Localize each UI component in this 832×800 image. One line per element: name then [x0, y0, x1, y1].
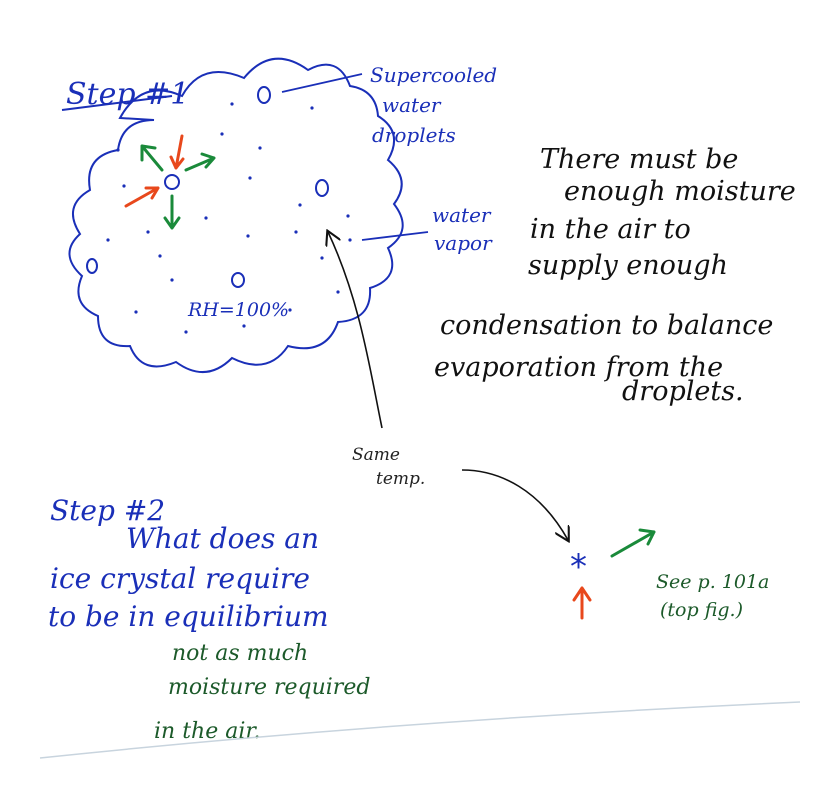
step2-title: Step #2 — [50, 494, 165, 527]
step1-underline — [61, 95, 173, 111]
svg-text:There must be: There must be — [540, 144, 738, 175]
condensation-arrows — [124, 134, 185, 208]
cloud-outline — [68, 57, 404, 374]
droplet-pointer-line — [281, 73, 363, 93]
svg-text:(top fig.): (top fig.) — [660, 599, 743, 621]
vapor-molecules — [106, 102, 352, 334]
vapor-label: water vapor — [432, 203, 493, 255]
supercooled-label: Supercooled water droplets — [370, 63, 497, 147]
svg-text:condensation to balance: condensation to balance — [440, 310, 773, 341]
svg-text:enough moisture: enough moisture — [564, 176, 796, 207]
svg-text:What does an: What does an — [126, 522, 319, 555]
ice-evaporation-arrow — [610, 528, 656, 558]
rh-label: RH=100% — [187, 299, 289, 321]
page-divider — [39, 701, 801, 759]
svg-text:moisture required: moisture required — [168, 675, 370, 700]
svg-text:water: water — [382, 93, 442, 117]
step2-answer: not as much moisture required in the air… — [154, 641, 370, 744]
vapor-pointer-line — [361, 231, 429, 241]
evaporation-arrows — [140, 144, 216, 230]
svg-text:not as much: not as much — [172, 641, 308, 666]
step1-explanation: There must be enough moisture in the air… — [434, 144, 796, 407]
svg-text:in the air to: in the air to — [530, 214, 691, 245]
svg-text:Supercooled: Supercooled — [370, 63, 497, 87]
droplet — [86, 258, 98, 274]
same-temp-arrow-up — [328, 232, 383, 429]
step2-reference: See p. 101a (top fig.) — [656, 571, 769, 621]
svg-text:to be in equilibrium: to be in equilibrium — [48, 600, 329, 633]
svg-text:vapor: vapor — [434, 231, 493, 255]
droplet — [231, 272, 245, 288]
svg-text:temp.: temp. — [376, 469, 425, 489]
svg-text:evaporation from the: evaporation from the — [434, 352, 723, 383]
same-temp-label: Same temp. — [352, 445, 425, 489]
step2-question: What does an ice crystal require to be i… — [48, 522, 329, 633]
svg-text:See p. 101a: See p. 101a — [656, 571, 769, 593]
svg-text:supply enough: supply enough — [528, 250, 728, 281]
center-droplet — [164, 174, 180, 190]
droplet — [315, 179, 329, 197]
ice-crystal-icon: * — [570, 547, 587, 587]
svg-text:water: water — [432, 203, 492, 227]
ice-condensation-arrow — [572, 586, 592, 620]
svg-text:Same: Same — [352, 445, 400, 465]
svg-text:droplets: droplets — [372, 123, 456, 147]
droplet — [257, 86, 271, 104]
supercooled-droplets — [86, 86, 329, 288]
svg-text:in the air.: in the air. — [154, 719, 260, 744]
same-temp-arrow-down — [461, 469, 568, 540]
svg-text:ice crystal require: ice crystal require — [50, 562, 310, 595]
svg-text:droplets.: droplets. — [622, 376, 744, 407]
